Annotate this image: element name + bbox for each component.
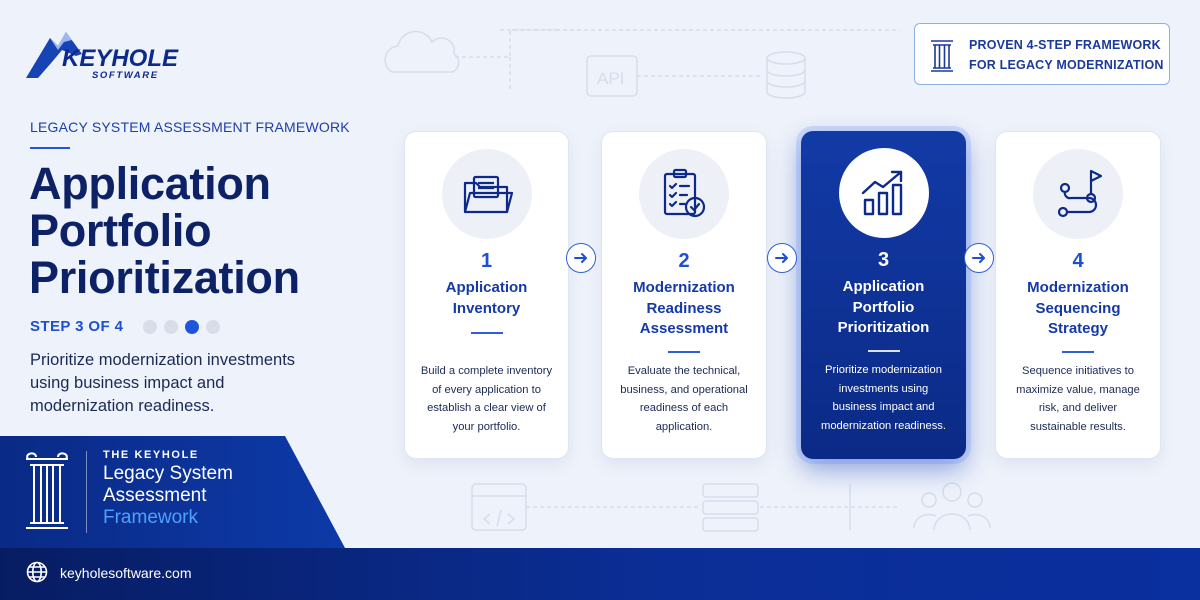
step-description: Build a complete inventory of every appl… (420, 365, 553, 433)
step-title: Application Portfolio Prioritization (837, 278, 930, 336)
step-icon-circle (639, 149, 729, 239)
step-description: Sequence initiatives to maximize value, … (1016, 365, 1140, 433)
framework-badge (914, 23, 1170, 85)
next-step-arrow[interactable] (767, 243, 797, 273)
step-number: 2 (678, 250, 690, 272)
step-dot (206, 319, 221, 334)
mountain-logo-icon: KEYHOLE SOFTWARE (26, 32, 179, 81)
step-description: Evaluate the technical, business, and op… (620, 365, 748, 433)
server-rack-icon (702, 483, 759, 532)
step-dot (185, 319, 200, 334)
step-card-2[interactable]: 2 Modernization Readiness Assessment Eva… (601, 131, 767, 459)
logo-subword: SOFTWARE (92, 70, 159, 81)
column-icon (931, 40, 953, 72)
step-rule (668, 351, 700, 353)
arrow-right-icon (972, 253, 985, 263)
step-icon-circle (1033, 149, 1123, 239)
step-icon-circle (838, 148, 929, 238)
next-step-arrow[interactable] (964, 243, 994, 273)
badge-text: PROVEN 4-STEP FRAMEWORK (969, 38, 1161, 52)
logo-wordmark: KEYHOLE (62, 45, 179, 72)
intro-text: Prioritize modernization investments usi… (30, 351, 296, 415)
route-flag-icon (1057, 169, 1103, 218)
eyebrow-rule (30, 147, 70, 149)
step-title: Application Inventory (445, 279, 528, 317)
step-indicator: STEP 3 OF 4 (30, 318, 227, 335)
banner-divider (86, 451, 87, 533)
step-card-1[interactable]: 1 Application Inventory Build a complete… (404, 131, 569, 459)
website-link[interactable]: keyholesoftware.com (60, 565, 192, 581)
code-window-icon (471, 483, 527, 531)
banner-title-line: Assessment (103, 485, 207, 506)
cloud-icon (384, 30, 460, 73)
banner-kicker: THE KEYHOLE (103, 449, 199, 461)
column-icon (26, 452, 68, 529)
step-card-3-active[interactable]: 3 Application Portfolio Prioritization P… (801, 131, 966, 459)
keyhole-logo[interactable]: KEYHOLE SOFTWARE (24, 26, 199, 86)
team-icon (913, 482, 991, 531)
svg-text:API: API (597, 69, 624, 88)
step-card-4[interactable]: 4 Modernization Sequencing Strategy Sequ… (995, 131, 1161, 459)
step-label: STEP 3 OF 4 (30, 318, 124, 335)
globe-icon (26, 561, 48, 583)
step-rule (867, 350, 900, 352)
arrow-right-icon (574, 253, 587, 263)
database-icon (766, 51, 806, 99)
growth-chart-icon (861, 170, 902, 216)
page-title: Application Portfolio Prioritization (29, 158, 300, 303)
next-step-arrow[interactable] (566, 243, 596, 273)
step-title: Modernization Sequencing Strategy (1027, 279, 1129, 337)
folder-icon (463, 175, 513, 214)
step-rule (470, 332, 503, 334)
arrow-right-icon (775, 253, 788, 263)
step-rule (1062, 351, 1094, 353)
step-number: 4 (1072, 250, 1084, 272)
step-dot (164, 319, 179, 334)
framework-banner (0, 436, 345, 548)
checklist-icon (663, 168, 706, 218)
badge-text: FOR LEGACY MODERNIZATION (969, 58, 1164, 72)
step-title: Modernization Readiness Assessment (633, 279, 735, 337)
banner-title-line: Legacy System (103, 463, 233, 484)
step-number: 3 (877, 249, 890, 271)
eyebrow-label: LEGACY SYSTEM ASSESSMENT FRAMEWORK (30, 119, 350, 135)
step-description: Prioritize modernization investments usi… (821, 364, 946, 432)
banner-title-highlight: Framework (103, 507, 199, 528)
step-dot (143, 319, 158, 334)
step-icon-circle (441, 149, 532, 239)
footer-bar (0, 548, 1200, 600)
step-number: 1 (480, 250, 493, 272)
